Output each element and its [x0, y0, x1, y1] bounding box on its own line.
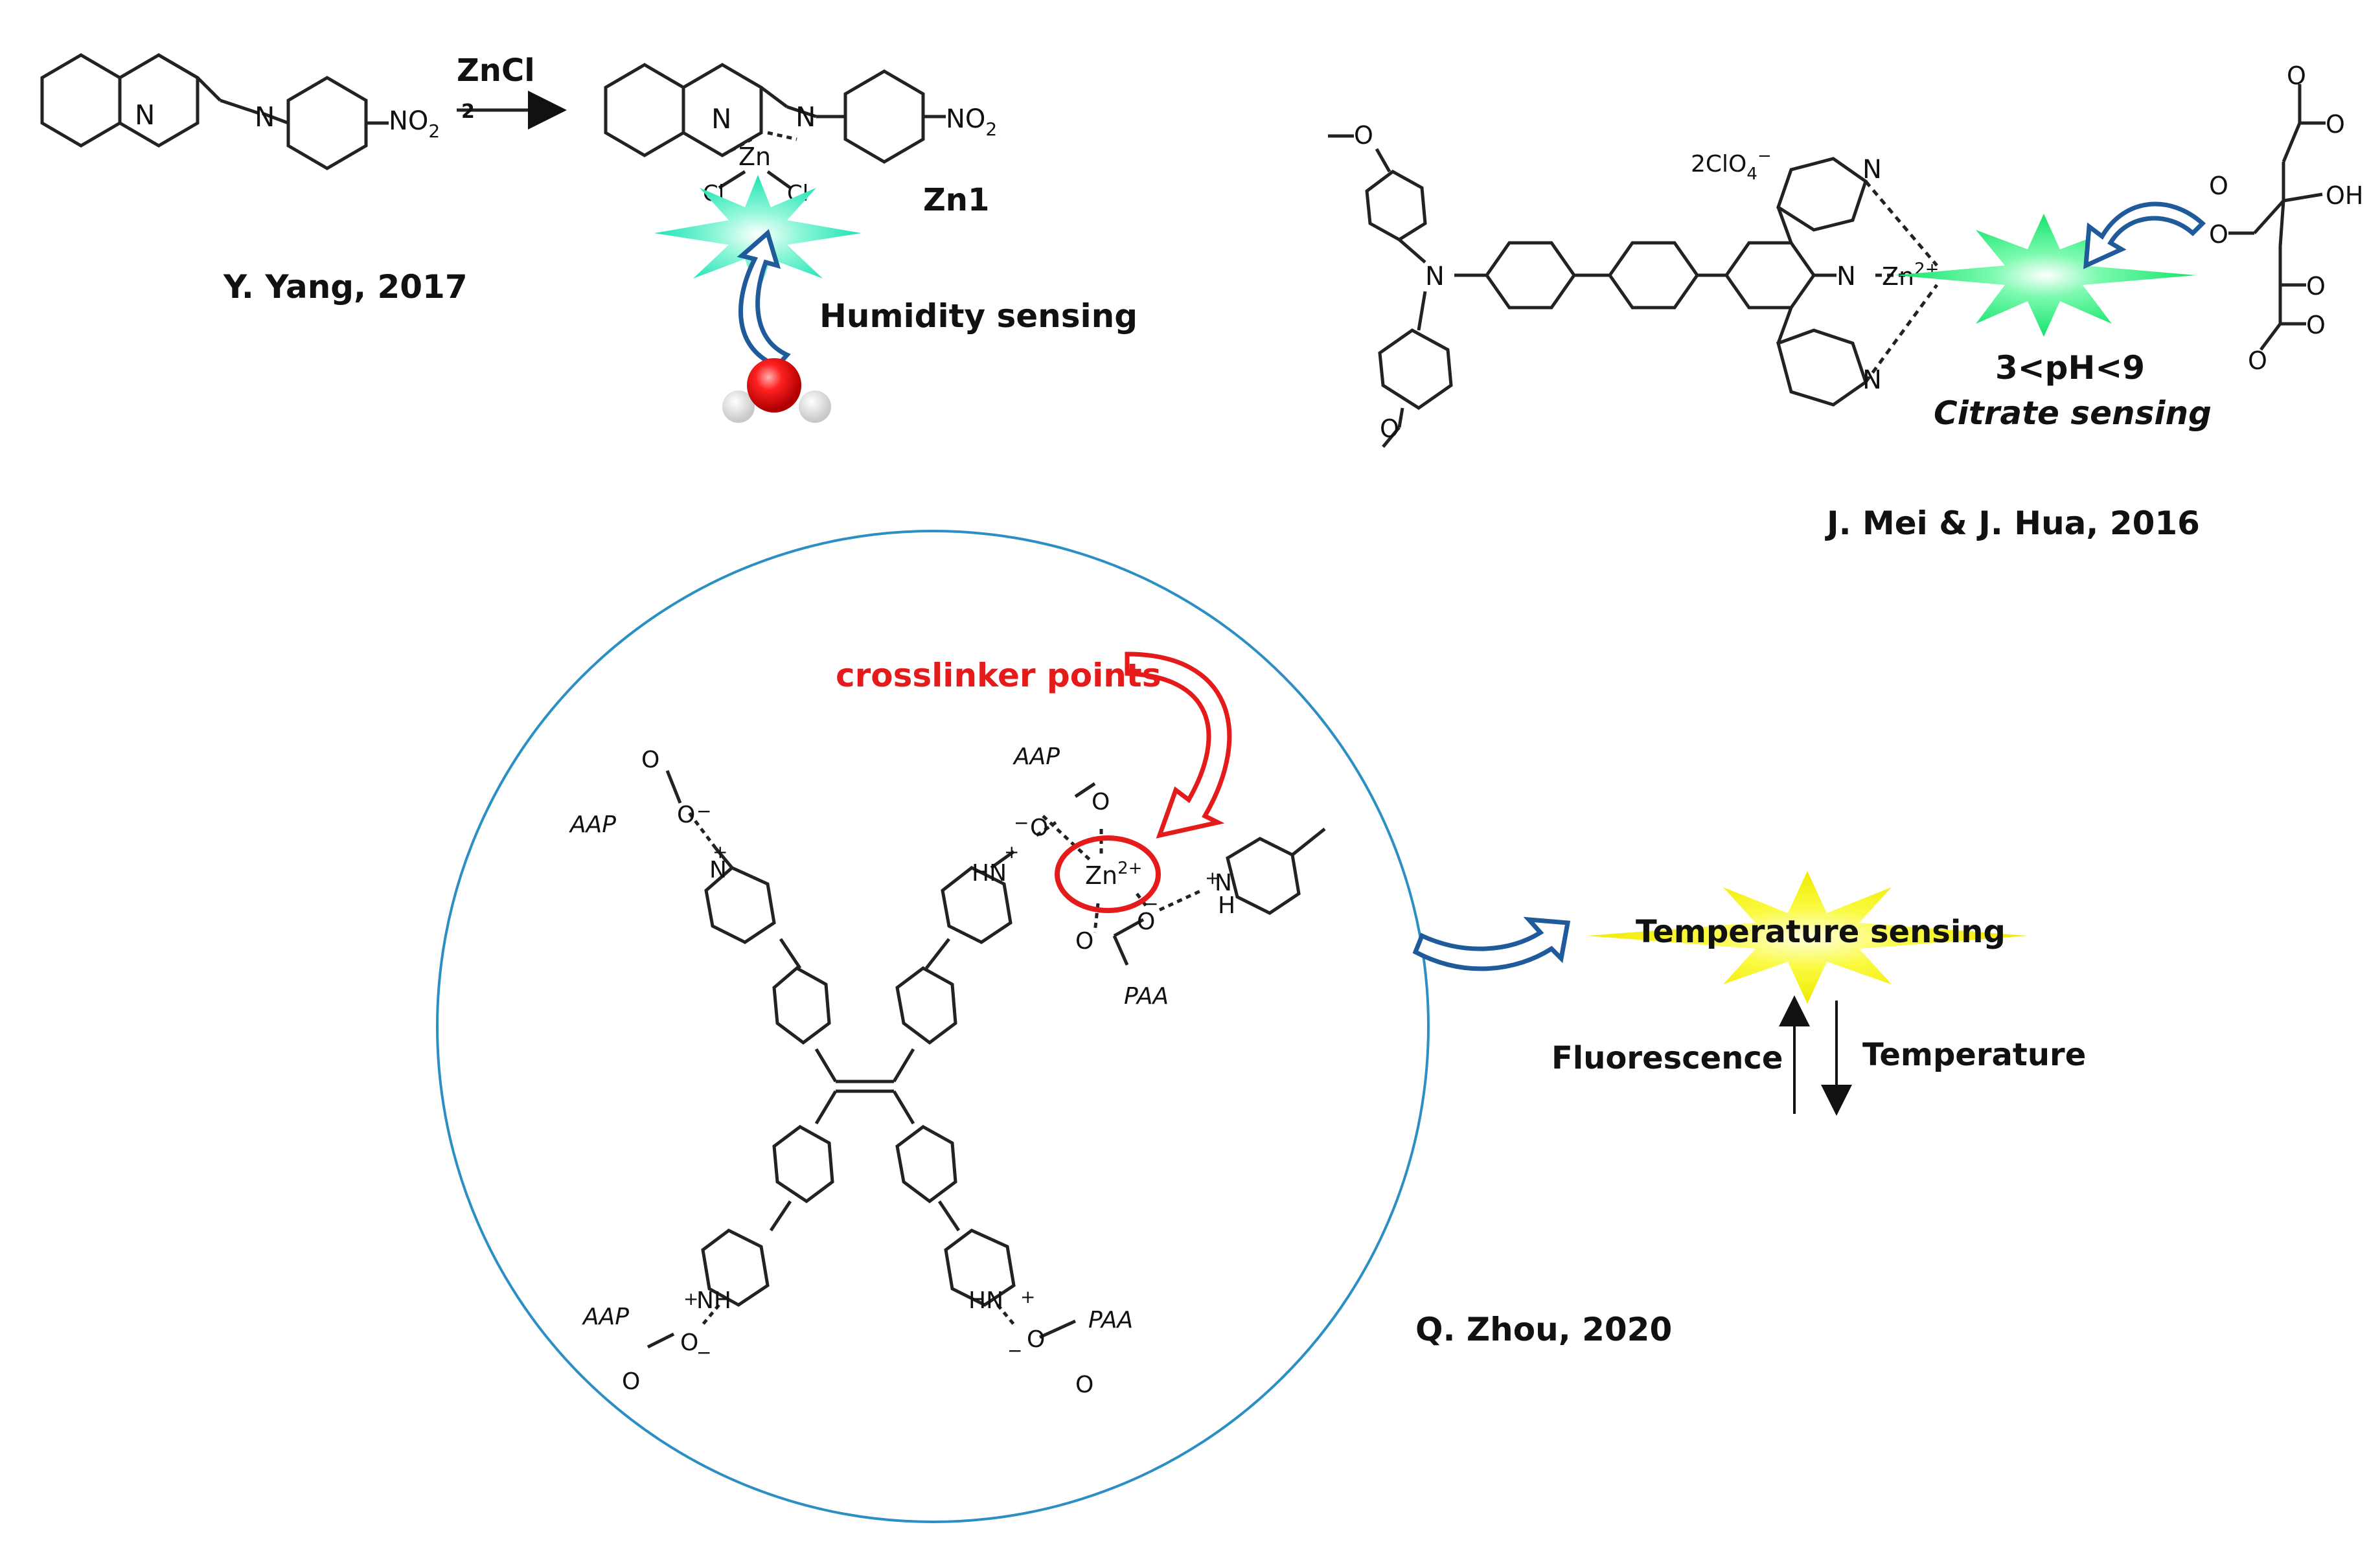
atom-o: O — [2209, 172, 2228, 200]
atom-h: H — [1218, 892, 1235, 919]
charge-minus: − — [696, 800, 711, 822]
citation-zhou: Q. Zhou, 2020 — [1415, 1311, 1672, 1348]
atom-n: N — [1862, 155, 1882, 185]
atom-o: O — [680, 1330, 698, 1356]
crosslinker-label: crosslinker points — [836, 657, 1161, 694]
water-molecule-icon — [722, 358, 831, 423]
panel-yang-text: N N NO2 ZnCl 2 N N NO2 Zn Cl Cl Zn1 Y. Y… — [135, 52, 1138, 335]
atom-n: N — [1836, 262, 1856, 291]
atom-n: N — [135, 99, 155, 131]
blue-curved-arrow — [1412, 916, 1571, 971]
atom-zn: Zn2+ — [1882, 260, 1939, 291]
tpe-crosslink-structure — [646, 770, 1326, 1349]
panel-mei — [1328, 84, 2326, 448]
paa-label: PAA — [1088, 1307, 1133, 1333]
red-curved-arrow — [1125, 651, 1232, 839]
sensing-label-temperature: Temperature sensing — [1636, 914, 2006, 950]
paa-label: PAA — [1124, 983, 1169, 1010]
terpyridine-ligand-structure — [1328, 134, 1939, 448]
atom-zn: Zn2+ — [1085, 859, 1142, 890]
charge-minus: − — [696, 1342, 711, 1363]
charge-plus: + — [713, 841, 727, 863]
atom-n: N — [255, 101, 275, 133]
charge-plus: + — [1020, 1286, 1035, 1308]
charge-minus: − — [1143, 893, 1158, 914]
atom-o: O — [2209, 220, 2228, 249]
atom-o: O — [1075, 1372, 1093, 1398]
atom-o: O — [641, 747, 659, 773]
citation-yang: Y. Yang, 2017 — [223, 268, 468, 306]
atom-o: O — [677, 802, 695, 828]
panel-yang — [40, 53, 946, 190]
atom-n: N — [1215, 870, 1232, 896]
atom-n: N — [711, 103, 731, 135]
atom-o: O — [1030, 815, 1048, 841]
temperature-sensing-group: Temperature sensing Fluorescence Tempera… — [1412, 871, 2086, 1348]
panel-mei-graphics — [1895, 201, 2206, 337]
complex-label: Zn1 — [923, 182, 989, 218]
atom-oh: OH — [2326, 181, 2363, 210]
reagent-label: ZnCl — [457, 52, 535, 89]
atom-o: O — [2287, 62, 2306, 90]
aap-label: AAP — [1013, 743, 1060, 770]
atom-hn: HN — [968, 1287, 1003, 1314]
quinoline-ligand-structure — [40, 53, 389, 170]
panel-yang-graphics — [654, 175, 862, 423]
aap-label: AAP — [569, 811, 616, 838]
nitro-group: NO2 — [946, 104, 997, 140]
aap-label: AAP — [582, 1304, 629, 1330]
atom-o: O — [1027, 1326, 1045, 1353]
atom-o: O — [2306, 272, 2326, 300]
crosslinker-highlight-circle — [1055, 835, 1161, 913]
sensing-label-humidity: Humidity sensing — [819, 297, 1138, 335]
atom-o: O — [1137, 909, 1155, 935]
citrate-structure — [2228, 84, 2326, 351]
atom-n: N — [1425, 262, 1445, 291]
atom-o: O — [2326, 110, 2345, 139]
blue-curved-arrow — [737, 229, 791, 369]
temperature-label: Temperature — [1862, 1037, 2086, 1073]
charge-minus: − — [1007, 1340, 1022, 1361]
charge-plus: + — [1205, 867, 1220, 889]
atom-o: O — [2248, 346, 2267, 375]
charge-minus: − — [1014, 812, 1029, 833]
charge-plus: + — [683, 1288, 698, 1309]
atom-o: O — [1354, 121, 1373, 150]
network-circle — [436, 530, 1430, 1523]
fluorescence-label: Fluorescence — [1551, 1040, 1783, 1076]
nitro-group: NO2 — [389, 106, 440, 142]
atom-o: O — [2306, 311, 2326, 339]
atom-n: N — [795, 101, 816, 133]
atom-o: O — [622, 1368, 640, 1395]
panel-zhou-text: crosslinker points AAP O O − N + AAP O O… — [569, 657, 1235, 1398]
atom-o: O — [1075, 928, 1093, 955]
ph-range-label: 3<pH<9 — [1995, 349, 2145, 387]
blue-curved-arrow — [2083, 201, 2206, 269]
charge-plus: + — [1004, 841, 1019, 863]
atom-o: O — [1092, 789, 1110, 815]
atom-hn: HN — [972, 860, 1007, 887]
atom-n: N — [709, 857, 727, 883]
reagent-subscript: 2 — [461, 100, 475, 123]
atom-n: N — [1862, 365, 1882, 395]
atom-zn: Zn — [738, 142, 771, 171]
cyan-emission-star — [654, 175, 862, 295]
panel-mei-text: O N O N N N 2ClO4− Zn2+ O O OH O O O O O… — [1354, 62, 2363, 542]
zn1-complex-structure — [604, 63, 946, 190]
atom-o: O — [1380, 414, 1399, 443]
yellow-emission-star — [1587, 871, 2028, 1004]
citation-mei: J. Mei & J. Hua, 2016 — [1825, 504, 2200, 542]
atom-nh: NH — [696, 1287, 731, 1314]
counterion-label: 2ClO4− — [1691, 146, 1772, 184]
sensing-label-citrate: Citrate sensing — [1934, 394, 2212, 432]
green-emission-star — [1895, 214, 2196, 337]
